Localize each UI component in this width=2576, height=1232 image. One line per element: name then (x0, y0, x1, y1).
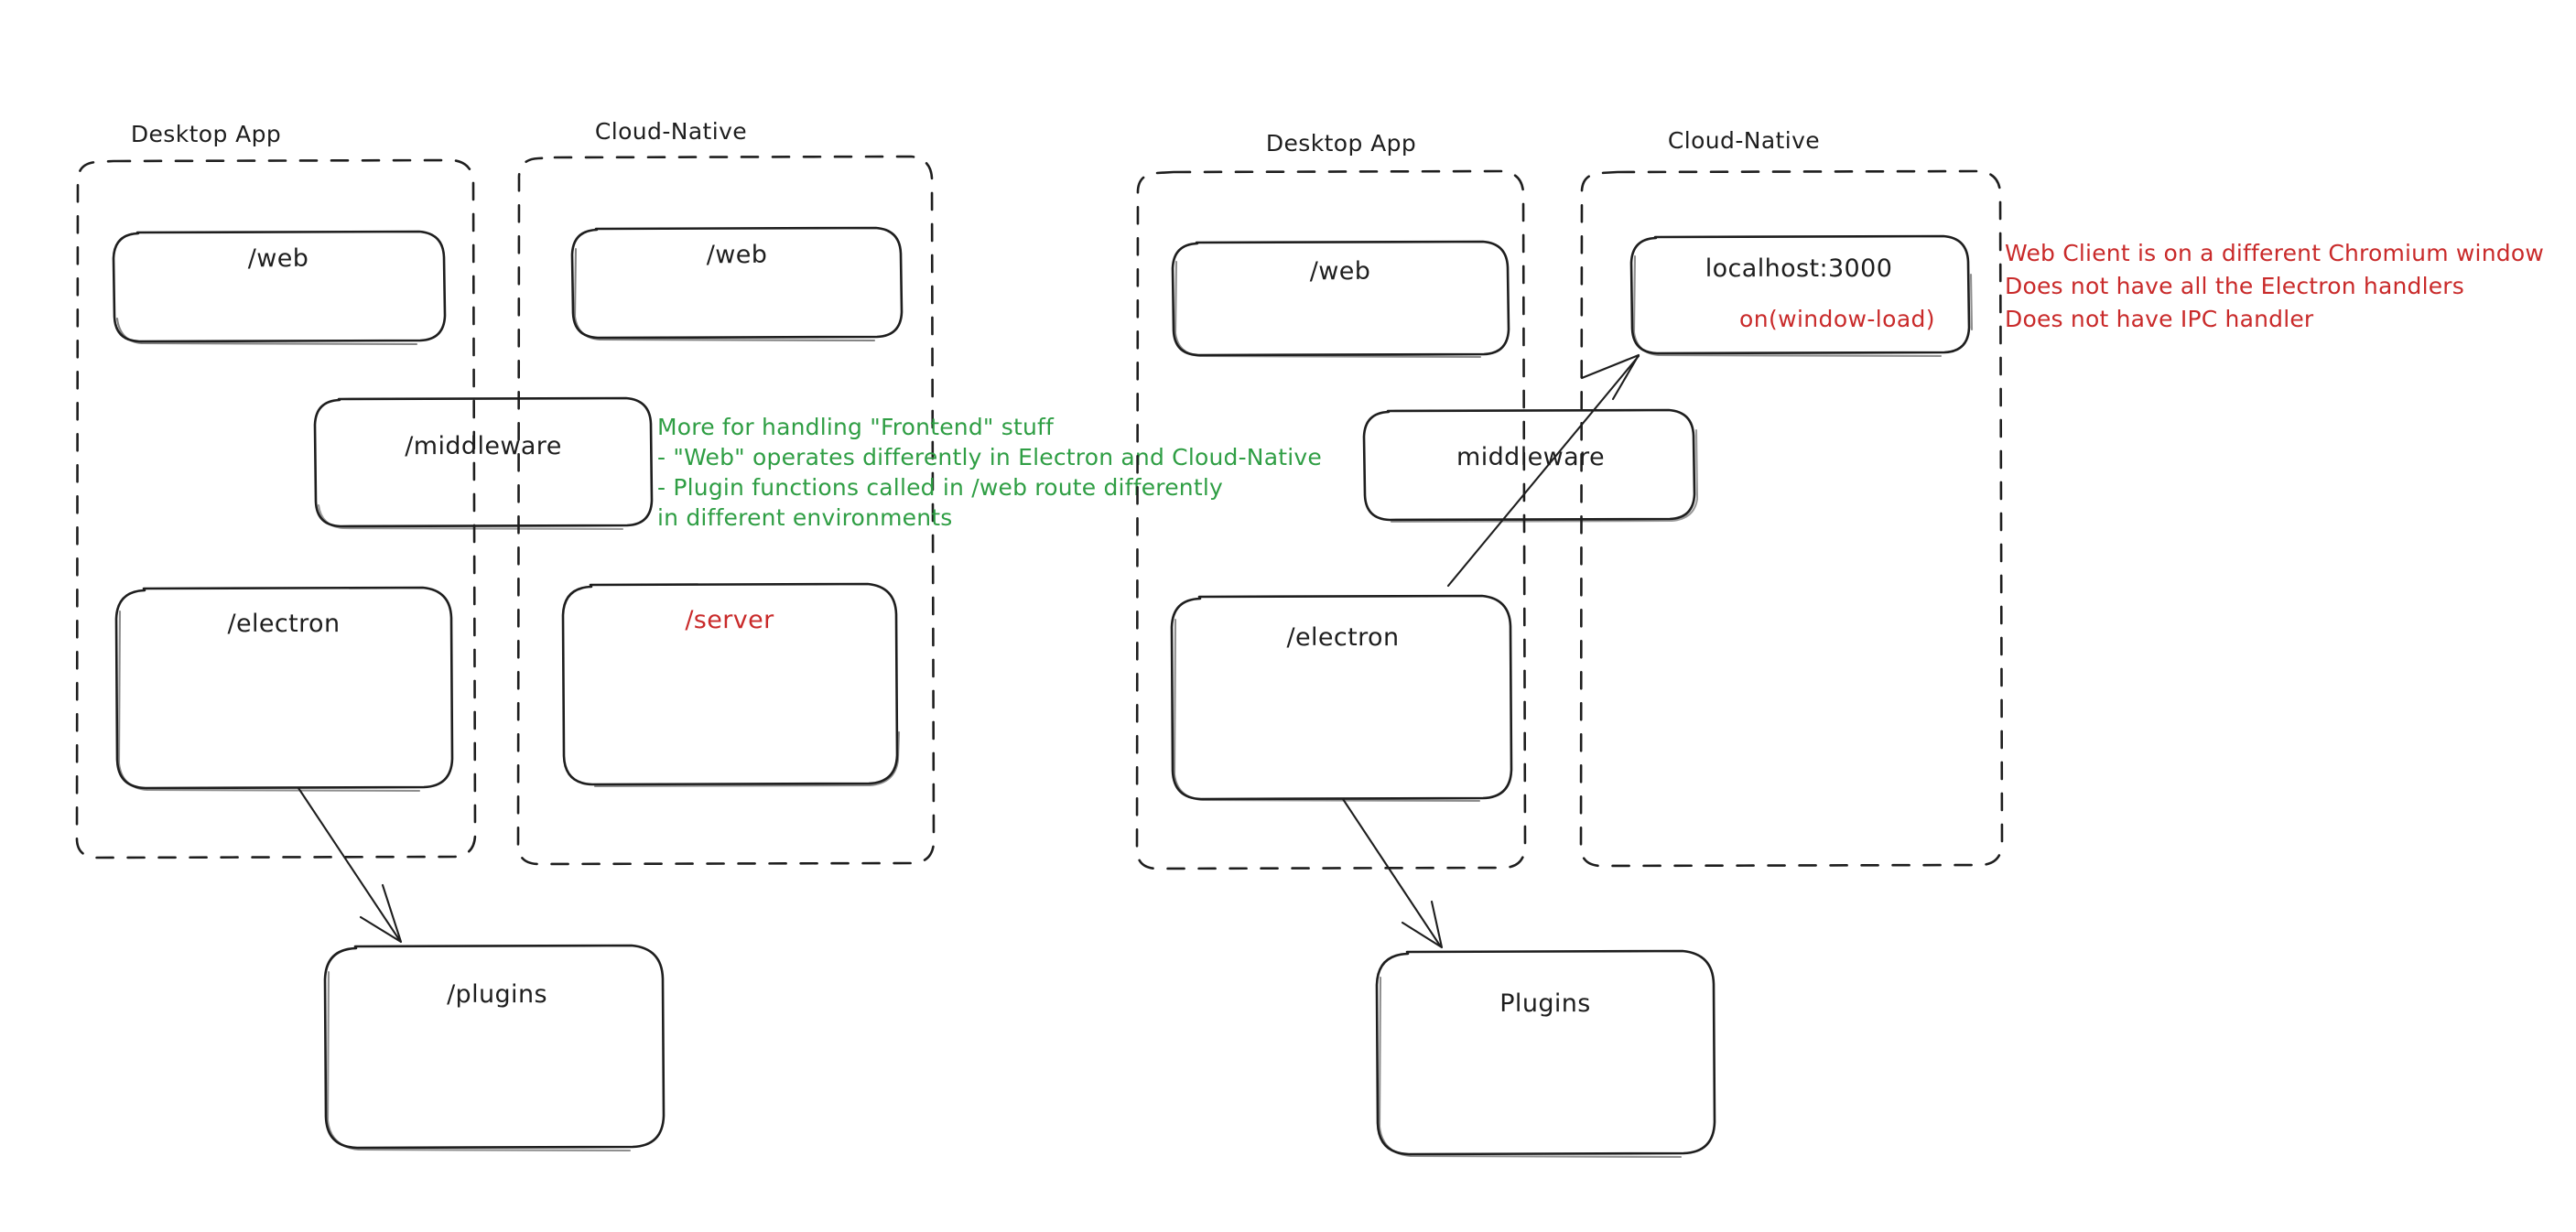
node-outline (112, 230, 447, 343)
node-outline (570, 226, 904, 340)
node-outline-second-pass (1173, 618, 1481, 803)
edge-line (1446, 354, 1640, 588)
node-web-desktop-right[interactable]: /web (1171, 240, 1510, 359)
node-outline-second-pass (1174, 260, 1482, 359)
node-web-cloud-left[interactable]: /web (570, 226, 904, 342)
arrowhead (1401, 900, 1444, 949)
node-web-desktop-left[interactable]: /web (112, 230, 447, 346)
node-outline (1629, 234, 1971, 355)
node-outline-second-pass (1390, 428, 1699, 524)
node-plugins-left[interactable]: /plugins (323, 944, 666, 1152)
node-outline-second-pass (1378, 976, 1683, 1159)
node-sublabel: on(window-load) (1739, 306, 1935, 332)
node-outline (1170, 594, 1513, 801)
group-container-cloud-native-left (516, 155, 936, 866)
node-label: /web (707, 241, 768, 269)
node-outline (323, 944, 666, 1150)
note-line-2: - "Web" operates differently in Electron… (657, 444, 1322, 470)
node-outline (561, 582, 899, 786)
edge-line (1341, 797, 1442, 947)
group-container-cloud-native-right (1579, 169, 2004, 868)
node-outline-second-pass (593, 730, 901, 788)
note-line-3: - Plugin functions called in /web route … (657, 474, 1223, 501)
node-label: /middleware (405, 432, 561, 460)
left-diagram: Desktop App Cloud-Native /web /web (75, 118, 1322, 1152)
node-outline-second-pass (326, 970, 632, 1152)
note-line-1: Web Client is on a different Chromium wi… (2005, 240, 2544, 266)
node-label: /plugins (447, 980, 547, 1009)
node-electron-right[interactable]: /electron (1170, 594, 1513, 803)
node-outline-second-pass (115, 317, 418, 346)
node-label: middleware (1456, 443, 1605, 471)
group-label-cloud-native-right: Cloud-Native (1668, 127, 1820, 154)
node-label: /web (248, 244, 309, 273)
node-outline-second-pass (573, 247, 876, 342)
node-middleware-left[interactable]: /middleware (313, 396, 654, 531)
annotation-green-left: More for handling "Frontend" stuff - "We… (657, 414, 1322, 531)
node-outline (1362, 408, 1696, 522)
group-label-desktop-app-right: Desktop App (1266, 130, 1416, 157)
node-localhost-3000[interactable]: localhost:3000 on(window-load) (1629, 234, 1974, 358)
node-outline-second-pass (117, 610, 421, 793)
note-line-4: in different environments (657, 504, 952, 531)
right-diagram: Desktop App Cloud-Native /web localhost:… (1135, 127, 2544, 1159)
node-label: Plugins (1499, 989, 1591, 1018)
edge-electron-to-plugins-right (1341, 797, 1444, 949)
node-outline (1171, 240, 1510, 357)
node-label: /electron (1287, 623, 1400, 652)
node-outline (1375, 949, 1716, 1156)
node-outline-second-pass (317, 503, 624, 531)
annotation-red-right: Web Client is on a different Chromium wi… (2005, 240, 2544, 332)
node-electron-left[interactable]: /electron (114, 586, 454, 793)
node-middleware-right[interactable]: middleware (1362, 408, 1699, 524)
note-line-1: More for handling "Frontend" stuff (657, 414, 1055, 440)
node-outline (114, 586, 454, 790)
node-outline (313, 396, 654, 528)
edge-line (297, 786, 402, 943)
node-label: /web (1310, 257, 1371, 286)
arrowhead (359, 883, 403, 944)
group-container-desktop-app-right (1135, 169, 1527, 870)
node-outline-second-pass (1632, 254, 1974, 358)
arrowhead (1580, 353, 1640, 401)
edge-electron-to-plugins-left (297, 786, 403, 944)
group-label-desktop-app-left: Desktop App (131, 121, 281, 147)
node-label: /electron (228, 610, 341, 638)
note-line-3: Does not have IPC handler (2005, 306, 2314, 332)
group-label-cloud-native-left: Cloud-Native (595, 118, 747, 145)
node-plugins-right[interactable]: Plugins (1375, 949, 1716, 1159)
node-label: localhost:3000 (1705, 254, 1893, 283)
note-line-2: Does not have all the Electron handlers (2005, 273, 2464, 299)
node-server-left[interactable]: /server (561, 582, 901, 788)
node-label: /server (685, 606, 774, 634)
edge-electron-to-localhost-right (1446, 353, 1640, 588)
